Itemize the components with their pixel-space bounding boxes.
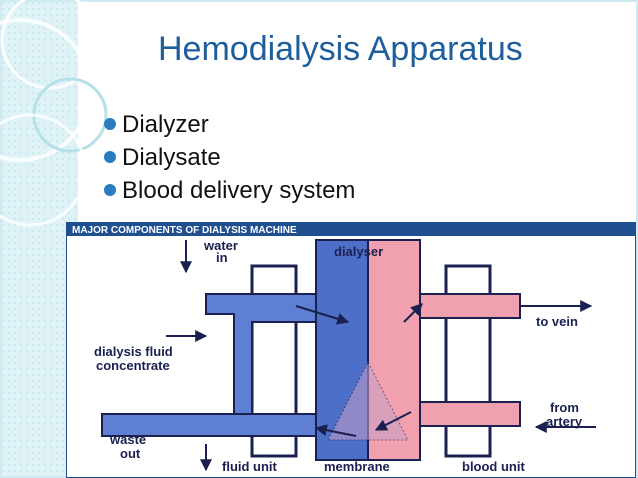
label-dialysis-fluid: concentrate bbox=[96, 358, 170, 373]
bullet-dot-icon bbox=[104, 151, 116, 163]
bullet-item: Blood delivery system bbox=[104, 174, 355, 207]
label-dialyser: dialyser bbox=[334, 244, 383, 259]
label-water-in: water bbox=[203, 238, 238, 253]
bullet-item: Dialysate bbox=[104, 141, 355, 174]
label-water-in: in bbox=[216, 250, 228, 265]
label-dialysis-fluid: dialysis fluid bbox=[94, 344, 173, 359]
bullet-dot-icon bbox=[104, 118, 116, 130]
label-from-artery: artery bbox=[546, 414, 583, 429]
bullet-dot-icon bbox=[104, 184, 116, 196]
label-blood-unit: blood unit bbox=[462, 459, 525, 474]
label-membrane: membrane bbox=[324, 459, 390, 474]
figure-header-bar bbox=[66, 222, 636, 236]
label-to-vein: to vein bbox=[536, 314, 578, 329]
arrow-icon bbox=[295, 305, 350, 325]
label-waste-out: waste bbox=[109, 432, 146, 447]
figure-header: MAJOR COMPONENTS OF DIALYSIS MACHINE bbox=[72, 225, 297, 236]
label-waste-out: out bbox=[120, 446, 141, 461]
dialysis-machine-diagram: MAJOR COMPONENTS OF DIALYSIS MACHINE wat… bbox=[66, 222, 636, 478]
blood-upper-channel bbox=[419, 293, 521, 319]
bullet-text: Blood delivery system bbox=[122, 177, 356, 204]
label-from-artery: from bbox=[550, 400, 579, 415]
label-fluid-unit: fluid unit bbox=[222, 459, 278, 474]
bullet-list: Dialyzer Dialysate Blood delivery system bbox=[104, 108, 355, 207]
blood-lower-channel bbox=[419, 401, 521, 427]
arrow-icon bbox=[403, 303, 423, 323]
bullet-text: Dialysate bbox=[122, 144, 221, 171]
arrow-icon bbox=[314, 424, 357, 437]
arrow-icon bbox=[374, 411, 412, 431]
bullet-text: Dialyzer bbox=[122, 111, 209, 138]
bullet-item: Dialyzer bbox=[104, 108, 355, 141]
slide-title: Hemodialysis Apparatus bbox=[158, 30, 523, 68]
